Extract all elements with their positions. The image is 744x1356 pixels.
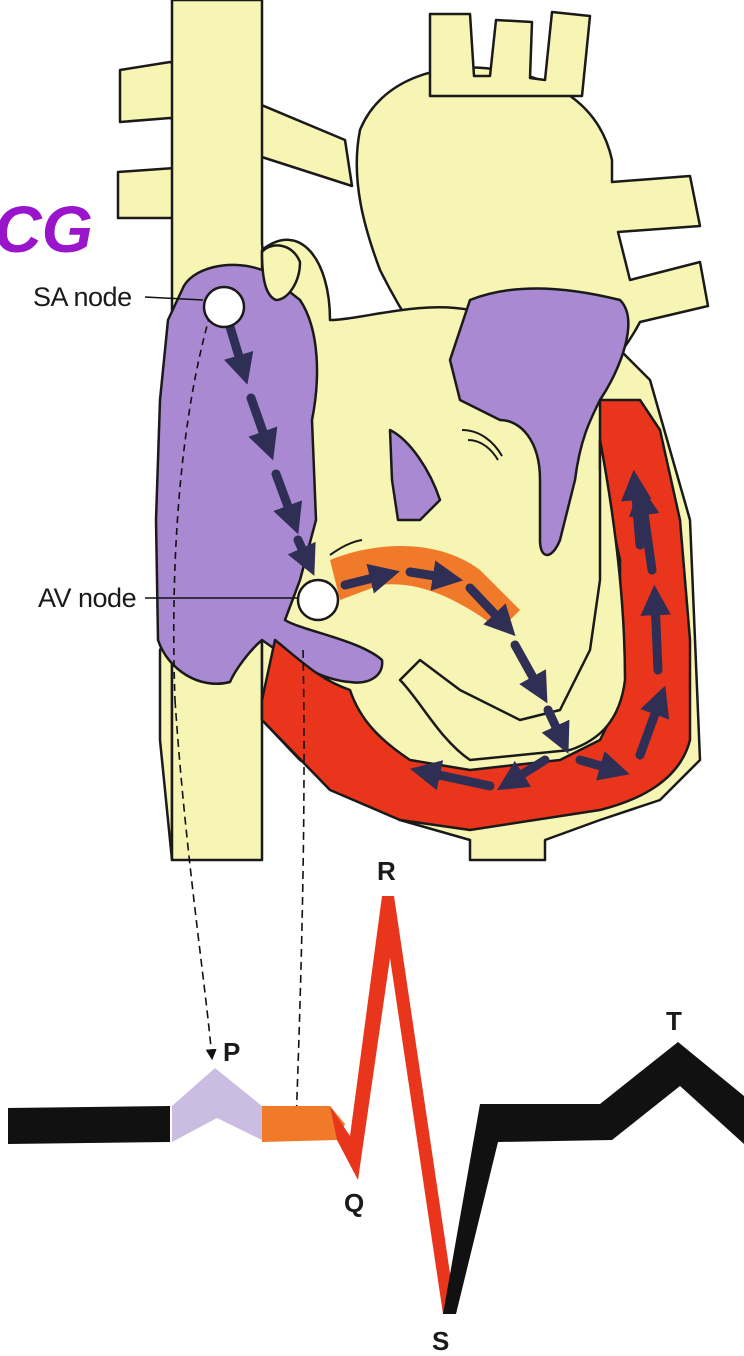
pathway-arrow-12 [655, 600, 658, 670]
pathway-arrow-6 [410, 572, 448, 578]
q-wave-label: Q [344, 1188, 364, 1218]
ecg-p-wave [172, 1068, 262, 1142]
ecg-baseline-left [8, 1106, 170, 1144]
ecg-st-t-segment [443, 1042, 744, 1314]
aortic-branches [430, 12, 590, 96]
p-wave-label: P [223, 1037, 240, 1067]
pathway-arrow-14 [635, 485, 640, 545]
av-node-label: AV node [38, 583, 136, 613]
heart-illustration [118, 0, 708, 860]
t-wave-label: T [666, 1006, 682, 1036]
sa-node [204, 287, 244, 327]
s-wave-label: S [432, 1326, 449, 1356]
ecg-trace [8, 896, 744, 1314]
av-node [298, 580, 338, 620]
r-wave-label: R [377, 856, 396, 886]
ecg-qrs-complex [330, 896, 456, 1314]
sa-node-label: SA node [33, 282, 132, 312]
title-fragment: CG [0, 192, 93, 266]
